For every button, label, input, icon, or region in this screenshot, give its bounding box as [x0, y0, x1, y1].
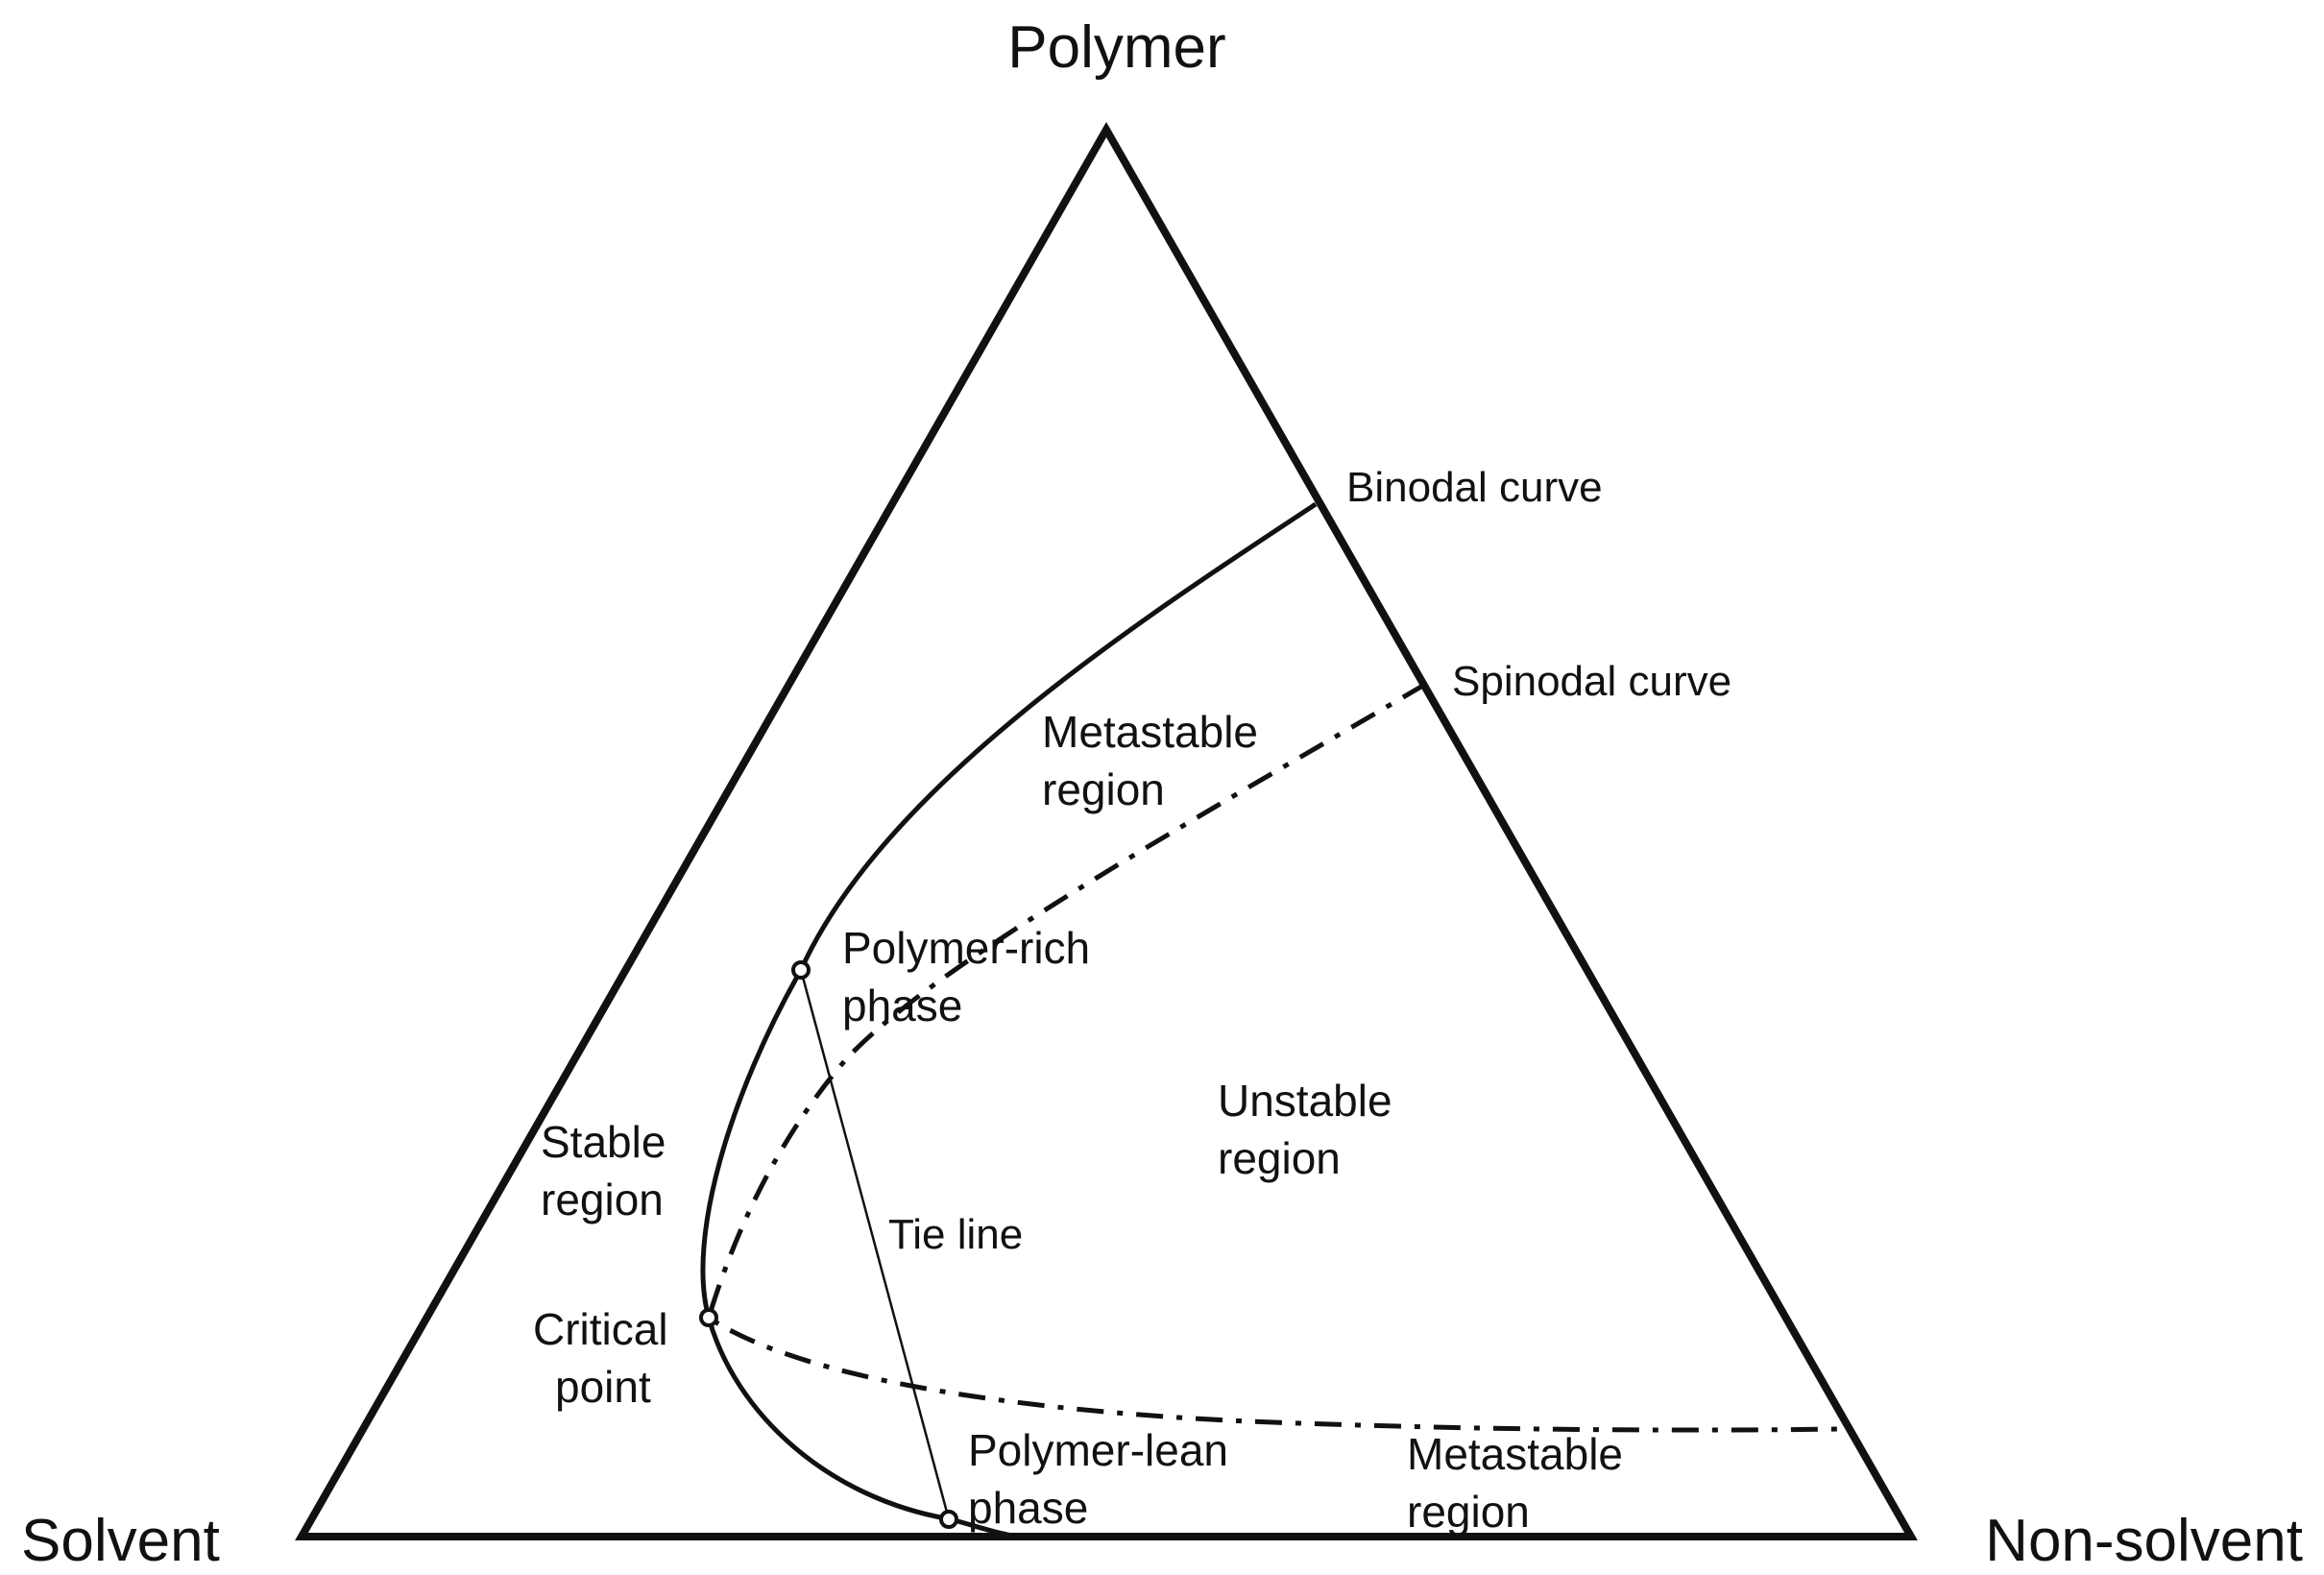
polymer-rich-phase-label: Polymer-rich phase: [842, 923, 1102, 1030]
spinodal-curve: [706, 681, 1840, 1433]
tie-line: [799, 969, 951, 1520]
critical-point-label: Critical point: [533, 1304, 680, 1412]
ternary-triangle: [295, 121, 1918, 1540]
polymer-lean-point: [939, 1510, 958, 1529]
tie-line-label: Tie line: [888, 1211, 1023, 1258]
unstable-region-label: Unstable region: [1218, 1076, 1404, 1183]
stable-region-label: Stable region: [541, 1117, 678, 1224]
vertex-label-solvent: Solvent: [21, 1508, 220, 1574]
binodal-curve-label: Binodal curve: [1346, 464, 1603, 511]
polymer-lean-phase-label: Polymer-lean phase: [968, 1425, 1241, 1533]
polymer-rich-point: [791, 960, 811, 980]
vertex-label-non-solvent: Non-solvent: [1985, 1508, 2303, 1574]
vertex-label-polymer: Polymer: [1007, 14, 1225, 81]
spinodal-curve-label: Spinodal curve: [1452, 658, 1731, 705]
metastable-region-upper-label: Metastable region: [1042, 707, 1271, 814]
binodal-curve: [700, 501, 1318, 1539]
critical-point-marker: [699, 1308, 718, 1327]
metastable-region-lower-label: Metastable region: [1407, 1429, 1635, 1537]
